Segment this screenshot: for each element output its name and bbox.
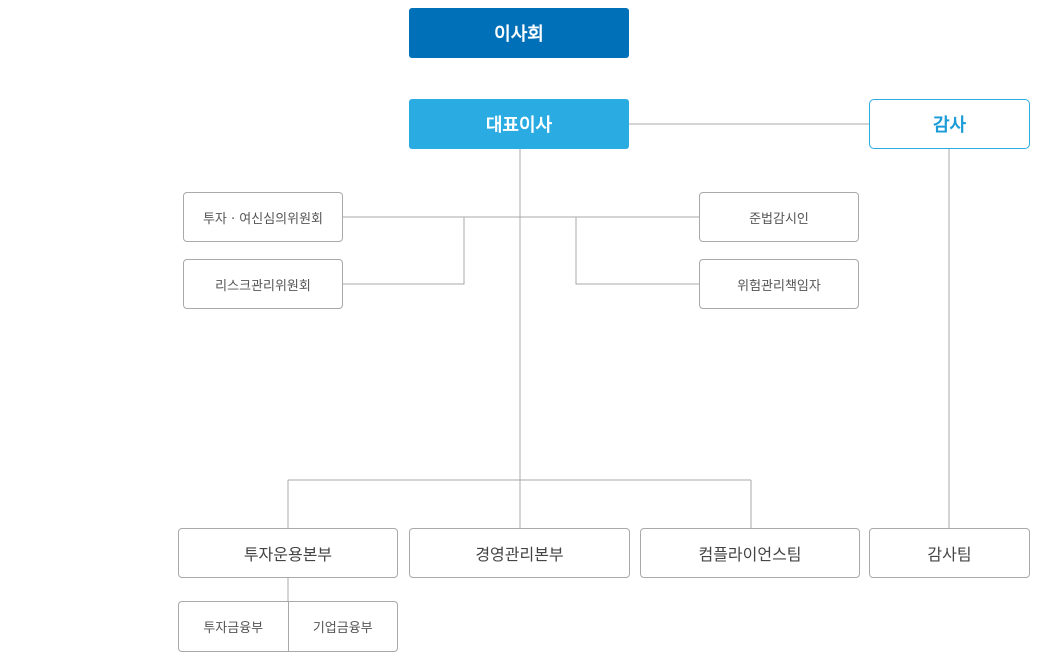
investment-ops-box: 투자운용본부 (178, 528, 398, 578)
auditor-box: 감사 (869, 99, 1030, 149)
ceo-label: 대표이사 (485, 115, 553, 136)
compliance-team-label: 컴플라이언스팀 (698, 545, 802, 564)
compliance-officer-label: 준법감시인 (749, 211, 809, 227)
auditor-label: 감사 (932, 115, 967, 136)
investment-committee-label: 투자 · 여신심의위원회 (202, 211, 324, 227)
audit-team-box: 감사팀 (869, 528, 1030, 578)
compliance-officer-box: 준법감시인 (699, 192, 859, 242)
compliance-team-box: 컴플라이언스팀 (640, 528, 860, 578)
management-label: 경영관리본부 (475, 545, 564, 564)
risk-manager-label: 위험관리책임자 (737, 278, 821, 294)
corporate-finance-label: 기업금융부 (312, 621, 373, 636)
risk-committee-label: 리스크관리위원회 (215, 278, 311, 294)
investment-committee-box: 투자 · 여신심의위원회 (183, 192, 343, 242)
investment-ops-label: 투자운용본부 (243, 545, 333, 564)
investment-finance-cell: 투자금융부 (179, 602, 288, 651)
audit-team-label: 감사팀 (927, 545, 972, 564)
risk-committee-box: 리스크관리위원회 (183, 259, 343, 309)
risk-manager-box: 위험관리책임자 (699, 259, 859, 309)
board-label: 이사회 (494, 24, 544, 45)
risk-committee-line (343, 217, 465, 285)
board-box: 이사회 (409, 8, 629, 58)
investment-finance-label: 투자금융부 (203, 621, 264, 636)
management-box: 경영관리본부 (409, 528, 630, 578)
sub-units-box: 투자금융부 기업금융부 (178, 601, 398, 652)
ceo-box: 대표이사 (409, 99, 629, 149)
risk-manager-line (575, 217, 699, 285)
corporate-finance-cell: 기업금융부 (287, 602, 398, 651)
